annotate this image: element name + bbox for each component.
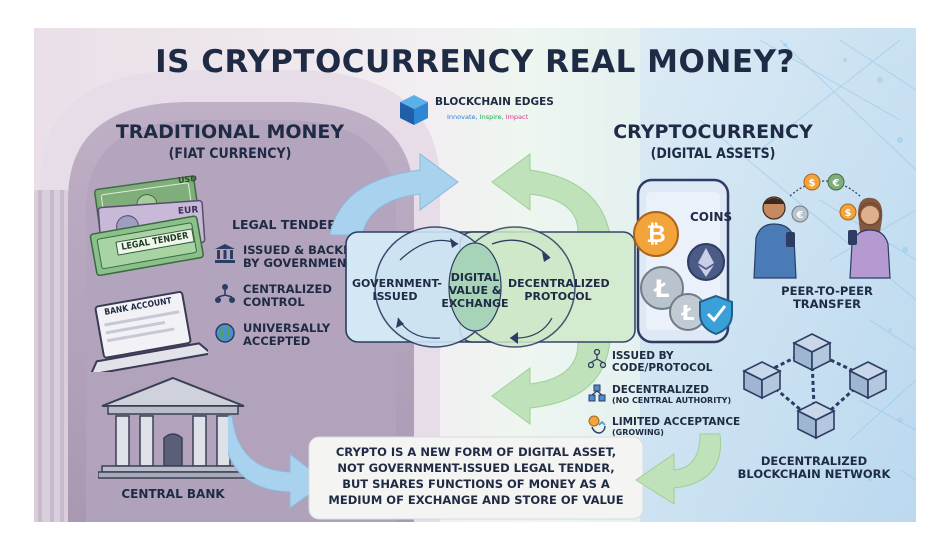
- nodes-icon: [588, 384, 606, 402]
- limited-icon: [588, 415, 606, 434]
- dp-line1: DECENTRALIZED: [508, 277, 610, 290]
- banknotes-illustration: [89, 175, 206, 276]
- blockchain-logo-icon: [400, 95, 428, 125]
- shield-icon: [699, 294, 733, 336]
- code-icon: [588, 349, 606, 369]
- blockchain-network-illustration: [742, 333, 888, 440]
- traditional-heading: TRADITIONAL MONEY: [115, 121, 345, 143]
- litecoin-icon: [640, 266, 684, 310]
- tagline-impact: Impact: [505, 113, 529, 121]
- svg-text:₿: ₿: [646, 220, 666, 248]
- svg-text:$: $: [845, 208, 852, 219]
- gov-line2: ISSUED: [372, 290, 418, 303]
- crypto-feature-1-line2: CODE/PROTOCOL: [612, 362, 713, 374]
- cube-top: [792, 333, 832, 372]
- traditional-subheading: (FIAT CURRENCY): [168, 146, 292, 162]
- peer-to-peer-illustration: $ € € $: [753, 173, 891, 279]
- trad-feature-1-line2: BY GOVERNMENT: [243, 256, 355, 270]
- bitcoin-icon: [633, 211, 679, 257]
- brand-tagline: Innovate, Inspire, Impact: [447, 113, 528, 121]
- dv-line1: DIGITAL: [450, 271, 500, 284]
- central-bank-icon: [98, 376, 248, 479]
- arrow-bottom-right: [491, 339, 611, 425]
- svg-text:Ł: Ł: [681, 301, 695, 325]
- p2p-line1: PEER-TO-PEER: [781, 284, 873, 298]
- dp-line2: PROTOCOL: [524, 290, 592, 303]
- coins-label: COINS: [690, 210, 733, 224]
- network-icon: [215, 284, 235, 303]
- svg-text:€: €: [832, 178, 840, 189]
- arrow-top-left: [329, 153, 459, 236]
- conclusion-text: CRYPTO IS A NEW FORM OF DIGITAL ASSET, N…: [312, 444, 640, 508]
- cube-right: [848, 361, 888, 400]
- crypto-feature-3-line1: LIMITED ACCEPTANCE: [612, 416, 741, 428]
- trad-feature-3-line2: ACCEPTED: [243, 334, 311, 348]
- tagline-innovate: Innovate,: [447, 113, 480, 121]
- central-bank-label: CENTRAL BANK: [121, 487, 225, 501]
- trad-feature-2-line1: CENTRALIZED: [243, 282, 332, 296]
- globe-icon: [215, 323, 235, 343]
- crypto-feature-2: DECENTRALIZED(NO CENTRAL AUTHORITY): [612, 384, 731, 406]
- laptop-illustration: [89, 291, 208, 372]
- comparison-diagram: [329, 153, 636, 425]
- legal-tender-title: LEGAL TENDER: [232, 217, 337, 232]
- arrow-bottom-left: [228, 415, 327, 509]
- overlap-area: [448, 242, 502, 332]
- dv-line2: VALUE &: [448, 284, 502, 297]
- bank-icon: [215, 244, 235, 263]
- network-line1: DECENTRALIZED: [760, 454, 868, 468]
- phone-coins-illustration: ₿ Ł Ł: [633, 178, 733, 344]
- network-line2: BLOCKCHAIN NETWORK: [737, 467, 891, 481]
- cube-left: [742, 361, 782, 400]
- gov-line1: GOVERNMENT-: [352, 277, 442, 290]
- trad-feature-1-line1: ISSUED & BACKED: [243, 243, 361, 257]
- svg-text:€: €: [796, 210, 804, 221]
- dv-line3: EXCHANGE: [441, 297, 509, 310]
- trad-feature-2-line2: CONTROL: [243, 295, 305, 309]
- conclusion-line-1: CRYPTO IS A NEW FORM OF DIGITAL ASSET,: [335, 445, 617, 459]
- government-issued-label: GOVERNMENT-ISSUED: [352, 277, 442, 303]
- p2p-line2: TRANSFER: [792, 297, 862, 311]
- cube-bottom: [796, 401, 836, 440]
- crypto-feature-1-line1: ISSUED BY: [612, 350, 674, 362]
- conclusion-line-2: NOT GOVERNMENT-ISSUED LEGAL TENDER,: [337, 461, 615, 475]
- arrow-top-right: [491, 153, 611, 236]
- crypto-heading: CRYPTOCURRENCY: [613, 121, 813, 143]
- crypto-feature-3-line2: (GROWING): [612, 428, 664, 437]
- brand-name: BLOCKCHAIN EDGES: [435, 96, 554, 108]
- eur-label: EUR: [177, 205, 199, 217]
- crypto-feature-3: LIMITED ACCEPTANCE(GROWING): [612, 416, 740, 438]
- svg-text:Ł: Ł: [652, 275, 669, 303]
- conclusion-line-3: BUT SHARES FUNCTIONS OF MONEY AS A: [342, 477, 610, 491]
- trad-feature-3-line1: UNIVERSALLY: [243, 321, 331, 335]
- tagline-inspire: Inspire,: [479, 113, 506, 121]
- arrow-bottom-right-in: [635, 433, 722, 505]
- conclusion-line-4: MEDIUM OF EXCHANGE AND STORE OF VALUE: [328, 493, 624, 507]
- page-title: IS CRYPTOCURRENCY REAL MONEY?: [155, 44, 795, 80]
- crypto-subheading: (DIGITAL ASSETS): [650, 146, 776, 162]
- svg-text:$: $: [809, 178, 816, 189]
- crypto-feature-2-line2: (NO CENTRAL AUTHORITY): [612, 396, 732, 405]
- crypto-feature-2-line1: DECENTRALIZED: [612, 384, 710, 396]
